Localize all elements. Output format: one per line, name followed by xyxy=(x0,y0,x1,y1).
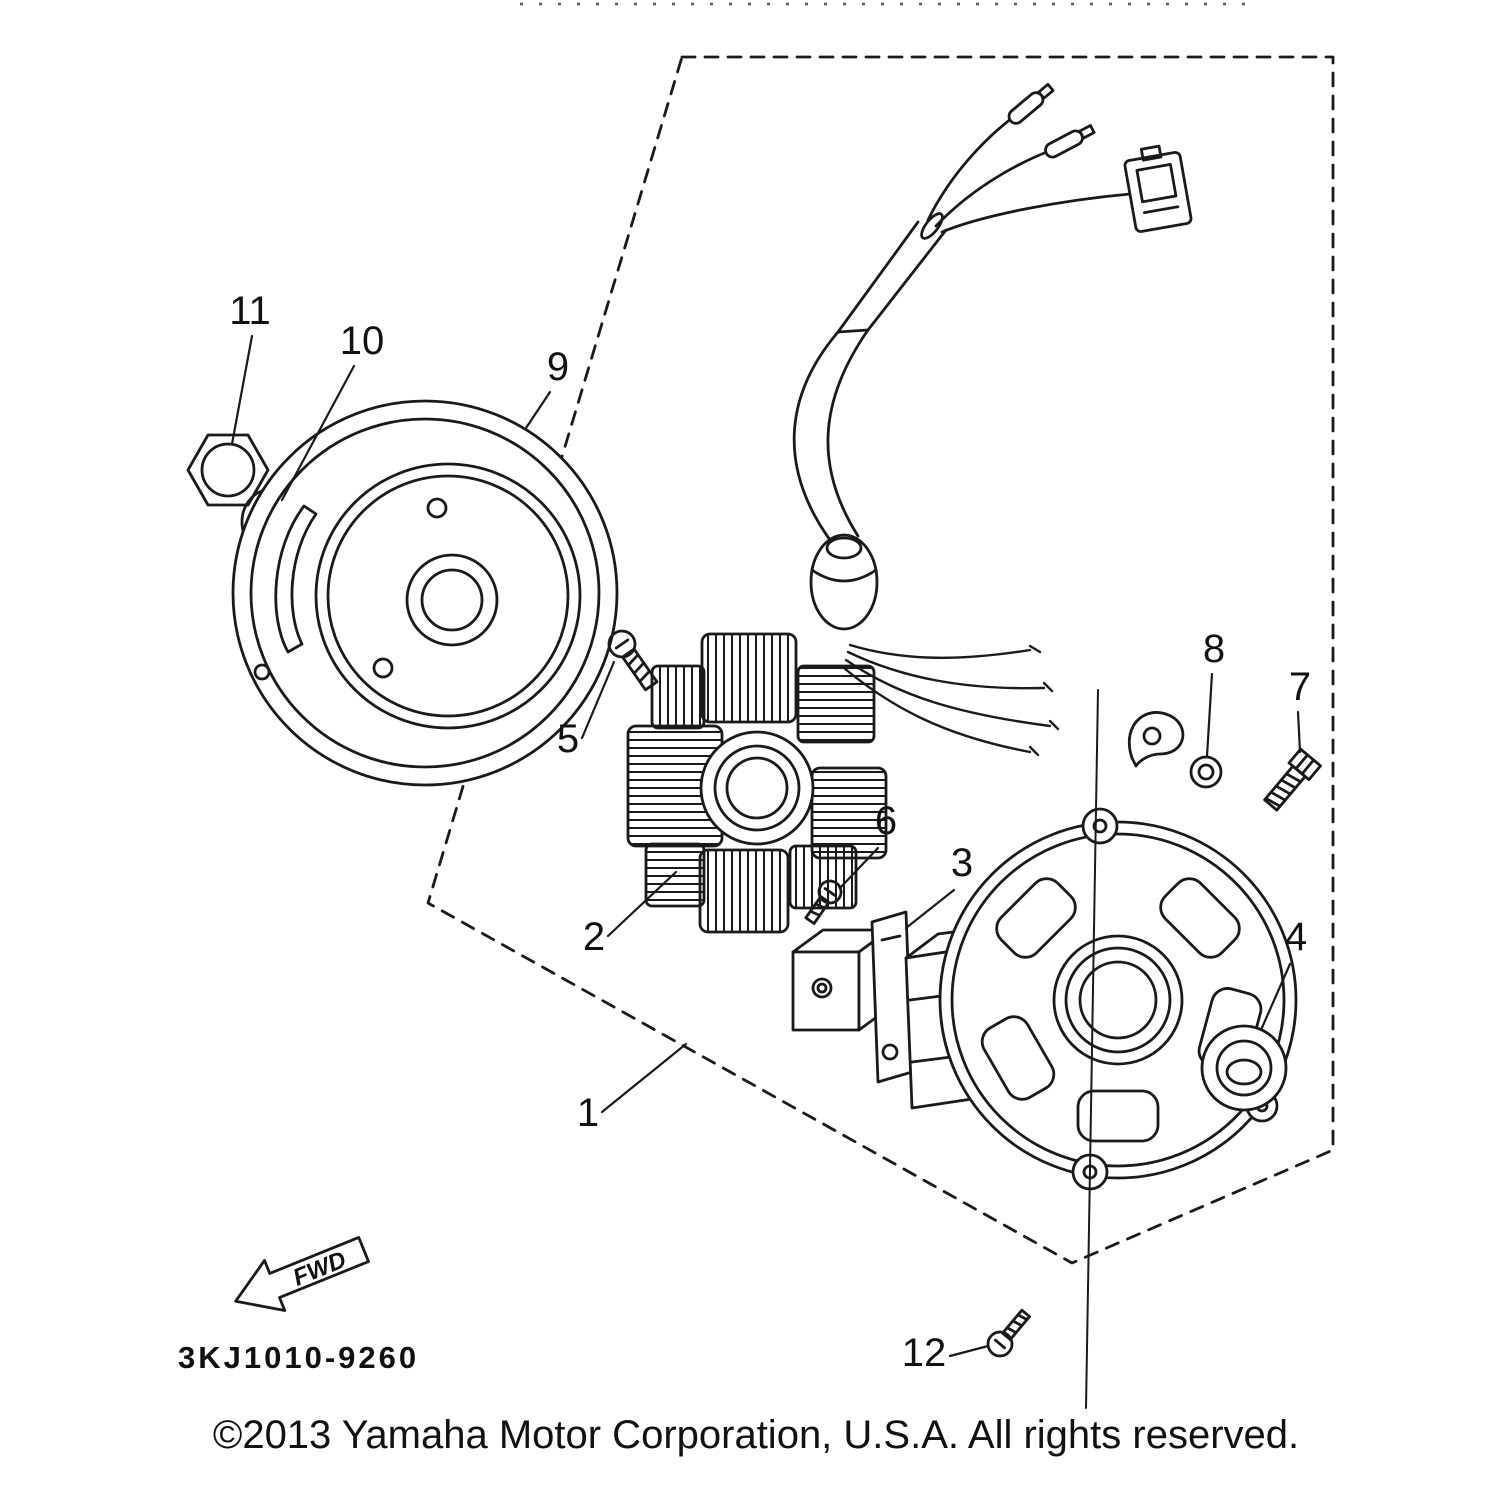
harness-sheath xyxy=(836,212,948,334)
figure-code: 3KJ1010-9260 xyxy=(178,1340,419,1375)
leader-11 xyxy=(230,334,254,446)
part-label-8: 8 xyxy=(1203,627,1225,671)
coil-screw xyxy=(804,879,843,925)
leader-6 xyxy=(838,846,880,890)
harness-wire xyxy=(926,113,1018,222)
bullet-connector xyxy=(1044,124,1096,159)
leader-1 xyxy=(600,1042,688,1114)
leader-12 xyxy=(948,1344,990,1358)
part-label-4: 4 xyxy=(1285,915,1307,959)
wire-harness xyxy=(792,82,1193,757)
stator-base-plate xyxy=(938,807,1298,1191)
part-label-7: 7 xyxy=(1289,665,1311,709)
block-connector xyxy=(1123,144,1193,233)
leader-7 xyxy=(1296,710,1302,754)
leader-3 xyxy=(904,888,956,930)
leader-5 xyxy=(580,660,616,740)
part-label-5: 5 xyxy=(557,717,579,761)
text-layer: 1 2 3 4 5 6 7 8 9 10 11 12 FWD 3KJ1010-9… xyxy=(178,289,1311,1457)
assembly-boundary xyxy=(426,55,1335,1265)
hex-screw xyxy=(1263,747,1322,812)
leader-8 xyxy=(1205,672,1214,758)
part-label-9: 9 xyxy=(547,345,569,389)
stator-lead-wires xyxy=(842,643,1060,757)
copyright-text: ©2013 Yamaha Motor Corporation, U.S.A. A… xyxy=(213,1413,1299,1457)
harness-grommet xyxy=(809,533,879,631)
oil-seal xyxy=(1200,1024,1288,1112)
rotor-nut xyxy=(186,433,270,507)
leader-2 xyxy=(606,870,678,938)
leader-lines xyxy=(230,334,1302,1358)
harness-wire xyxy=(934,148,1054,228)
harness-cable xyxy=(792,330,840,542)
part-label-12: 12 xyxy=(902,1331,947,1375)
clamp-washer xyxy=(1189,755,1223,789)
fwd-arrow xyxy=(234,1236,370,1312)
part-label-3: 3 xyxy=(951,841,973,885)
harness-cable xyxy=(826,328,870,538)
part-label-2: 2 xyxy=(583,915,605,959)
harness-wire xyxy=(940,192,1132,234)
centerline xyxy=(1085,689,1099,1409)
flywheel-rotor xyxy=(231,399,619,787)
leader-10 xyxy=(280,364,356,502)
stator-coil-assembly xyxy=(626,632,888,934)
plate-screw xyxy=(986,1308,1031,1358)
part-label-10: 10 xyxy=(340,319,385,363)
part-label-1: 1 xyxy=(577,1091,599,1135)
wire-clamp xyxy=(1127,711,1185,768)
part-label-11: 11 xyxy=(229,289,271,333)
rotor-keyway-slot xyxy=(274,504,318,654)
leader-9 xyxy=(524,390,552,430)
bullet-connector xyxy=(1007,82,1055,125)
part-label-6: 6 xyxy=(875,799,897,843)
leader-4 xyxy=(1259,962,1292,1032)
